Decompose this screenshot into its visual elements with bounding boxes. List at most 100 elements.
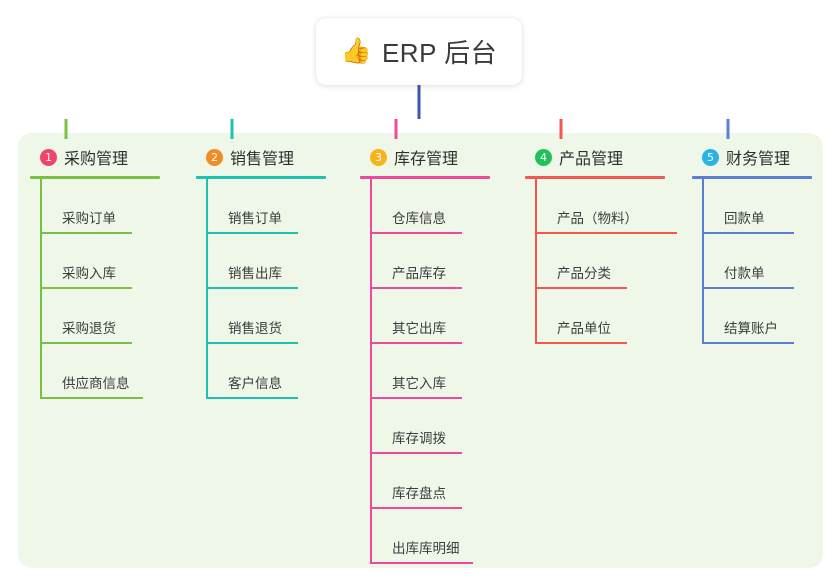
column-spine-2 [206,179,208,399]
leaf-label: 出库库明细 [392,541,460,556]
leaf-node[interactable]: 产品分类 [525,234,695,289]
column-header-rule-1 [30,176,160,179]
column-children-5: 回款单付款单结算账户 [692,179,839,344]
column-badge-2: 2 [206,148,223,166]
column-title-3: 库存管理 [394,151,459,168]
column-3: 3 库存管理仓库信息产品库存其它出库其它入库库存调拨库存盘点出库库明细 [360,145,520,564]
column-4: 4 产品管理产品（物料） 产品分类产品单位 [525,145,695,344]
leaf-node[interactable]: 库存盘点 [360,454,520,509]
leaf-rule [206,342,298,344]
leaf-rule [206,397,298,399]
column-children-3: 仓库信息产品库存其它出库其它入库库存调拨库存盘点出库库明细 [360,179,520,564]
column-badge-1: 1 [40,148,57,166]
column-header-1[interactable]: 1 采购管理 [30,145,190,169]
leaf-label: 采购入库 [62,266,116,281]
leaf-rule [370,232,462,234]
leaf-label: 库存调拨 [392,431,446,446]
leaf-label: 仓库信息 [392,211,446,226]
column-title-2: 销售管理 [230,151,295,168]
column-header-rule-2 [196,176,326,179]
background-panel [18,133,823,568]
leaf-node[interactable]: 产品（物料） [525,179,695,234]
leaf-node[interactable]: 供应商信息 [30,344,190,399]
column-children-1: 采购订单采购入库采购退货供应商信息 [30,179,190,399]
leaf-label: 产品单位 [557,321,611,336]
column-badge-3: 3 [370,148,387,166]
leaf-node[interactable]: 出库库明细 [360,509,520,564]
leaf-label: 库存盘点 [392,486,446,501]
column-spine-5 [702,179,704,344]
leaf-rule [370,507,462,509]
column-2: 2 销售管理销售订单销售出库销售退货客户信息 [196,145,356,399]
leaf-rule [206,232,298,234]
column-title-4: 产品管理 [559,151,624,168]
leaf-node[interactable]: 客户信息 [196,344,356,399]
leaf-node[interactable]: 采购入库 [30,234,190,289]
leaf-rule [370,397,462,399]
leaf-rule [40,287,132,289]
column-badge-4: 4 [535,148,552,166]
column-title-1: 采购管理 [64,151,129,168]
column-header-4[interactable]: 4 产品管理 [525,145,695,169]
column-5: 5 财务管理回款单付款单结算账户 [692,145,839,344]
leaf-label: 产品分类 [557,266,611,281]
leaf-node[interactable]: 库存调拨 [360,399,520,454]
leaf-rule [40,342,132,344]
column-header-3[interactable]: 3 库存管理 [360,145,520,169]
leaf-node[interactable]: 仓库信息 [360,179,520,234]
column-header-2[interactable]: 2 销售管理 [196,145,356,169]
leaf-label: 采购订单 [62,211,116,226]
leaf-rule [370,342,462,344]
leaf-node[interactable]: 销售退货 [196,289,356,344]
leaf-label: 其它出库 [392,321,446,336]
column-spine-4 [535,179,537,344]
leaf-rule [40,232,132,234]
leaf-rule [535,232,677,234]
column-children-4: 产品（物料） 产品分类产品单位 [525,179,695,344]
column-title-5: 财务管理 [726,151,791,168]
column-children-2: 销售订单销售出库销售退货客户信息 [196,179,356,399]
leaf-label: 付款单 [724,266,765,281]
leaf-node[interactable]: 采购订单 [30,179,190,234]
column-1: 1 采购管理采购订单采购入库采购退货供应商信息 [30,145,190,399]
leaf-node[interactable]: 采购退货 [30,289,190,344]
column-header-rule-5 [692,176,812,179]
column-header-rule-3 [360,176,490,179]
column-spine-3 [370,179,372,564]
leaf-node[interactable]: 产品库存 [360,234,520,289]
column-header-rule-4 [525,176,665,179]
leaf-node[interactable]: 付款单 [692,234,839,289]
leaf-label: 供应商信息 [62,376,130,391]
leaf-label: 采购退货 [62,321,116,336]
leaf-rule [535,287,627,289]
leaf-node[interactable]: 其它出库 [360,289,520,344]
root-node-title: ERP 后台 [381,38,498,68]
column-badge-5: 5 [702,148,719,166]
leaf-label: 销售订单 [228,211,282,226]
leaf-label: 其它入库 [392,376,446,391]
leaf-label: 销售出库 [228,266,282,281]
leaf-rule [40,397,143,399]
thumbs-up-icon: 👍 [340,37,372,65]
column-spine-1 [40,179,42,399]
leaf-rule [370,562,473,564]
leaf-rule [702,232,794,234]
leaf-label: 客户信息 [228,376,282,391]
leaf-rule [535,342,627,344]
column-header-5[interactable]: 5 财务管理 [692,145,839,169]
leaf-rule [702,287,794,289]
leaf-label: 销售退货 [228,321,282,336]
root-node-card[interactable]: 👍 ERP 后台 [316,18,522,85]
leaf-node[interactable]: 产品单位 [525,289,695,344]
leaf-node[interactable]: 销售订单 [196,179,356,234]
leaf-label: 产品库存 [392,266,446,281]
leaf-label: 结算账户 [724,321,778,336]
leaf-node[interactable]: 其它入库 [360,344,520,399]
leaf-label: 产品（物料） [557,211,638,226]
leaf-rule [370,452,462,454]
leaf-rule [206,287,298,289]
leaf-node[interactable]: 销售出库 [196,234,356,289]
leaf-node[interactable]: 结算账户 [692,289,839,344]
leaf-node[interactable]: 回款单 [692,179,839,234]
